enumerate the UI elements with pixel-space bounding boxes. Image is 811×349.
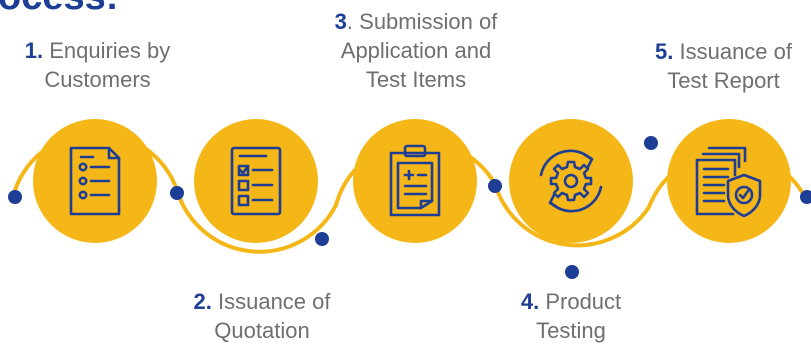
step-label-4: 4. Product Testing: [498, 287, 644, 345]
clipboard-application-icon: [389, 144, 441, 217]
arc-4-bottom: [493, 182, 651, 248]
connector-dot: [315, 232, 329, 246]
checklist-quotation-icon: [230, 146, 282, 216]
step-label-3: 3. Submission of Application and Test It…: [318, 7, 514, 94]
step-text-4: Product Testing: [536, 289, 622, 343]
step-number-5: 5.: [655, 39, 674, 64]
step-number-3: 3: [334, 9, 347, 34]
connector-dot: [170, 186, 184, 200]
connector-dot: [644, 136, 658, 150]
connector-dot: [800, 190, 811, 204]
shield-report-icon: [695, 146, 762, 218]
step-label-2: 2. Issuance of Quotation: [172, 287, 352, 345]
connector-dot: [565, 265, 579, 279]
step-text-1: Enquiries by Customers: [44, 38, 171, 92]
step-number-1: 1.: [24, 38, 44, 63]
connector-dot: [8, 190, 22, 204]
step-circle-3: [353, 119, 477, 243]
gear-cycle-icon: [539, 149, 603, 213]
list-document-icon: [69, 146, 121, 216]
step-label-5: 5. Issuance of Test Report: [636, 37, 811, 95]
step-number-2: 2.: [193, 289, 212, 314]
step-text-5: Issuance of Test Report: [667, 39, 792, 93]
arc-2-bottom: [175, 188, 338, 254]
step-circles: [33, 119, 791, 243]
step-number-4: 4.: [520, 289, 540, 314]
step-circle-2: [194, 119, 318, 243]
connector-dot: [488, 179, 502, 193]
step-label-1: 1. Enquiries by Customers: [10, 36, 185, 94]
step-circle-4: [509, 119, 633, 243]
step-text-3: . Submission of Application and Test Ite…: [340, 9, 498, 92]
connector-dots: [8, 136, 811, 279]
step-text-2: Issuance of Quotation: [214, 289, 331, 343]
page-heading: ocess:: [0, 0, 118, 16]
